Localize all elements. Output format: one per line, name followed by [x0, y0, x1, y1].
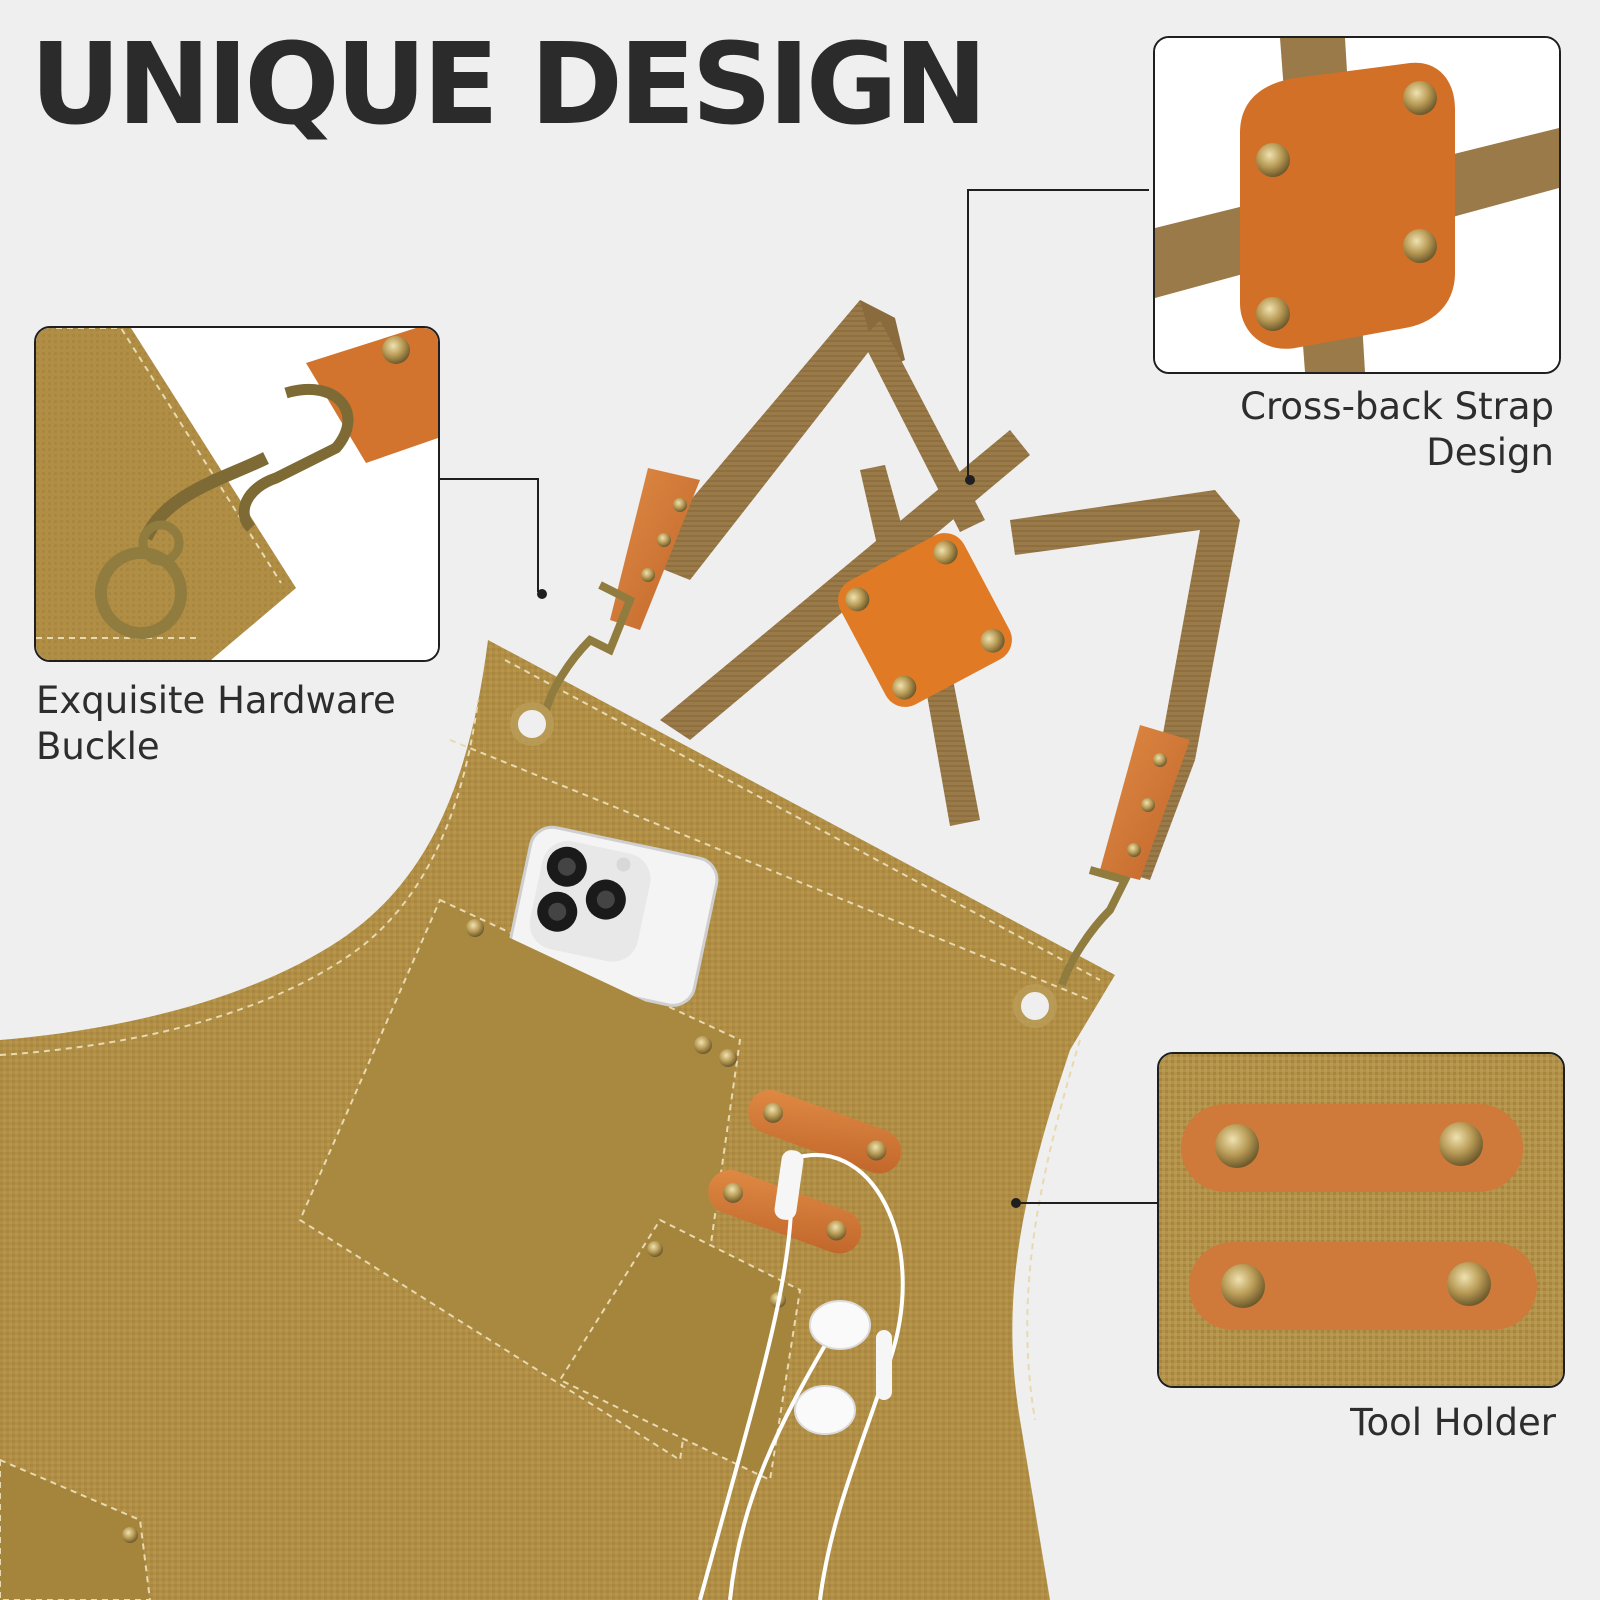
headline: UNIQUE DESIGN: [30, 20, 987, 150]
tool-holder-label: Tool Holder: [1280, 1400, 1556, 1446]
hardware-buckle-closeup: [36, 328, 438, 660]
neck-strap-left: [640, 300, 895, 580]
left-strap-leather: [610, 468, 700, 630]
cross-back-strap-closeup: [1155, 38, 1559, 372]
pencil-pocket: [558, 1218, 802, 1482]
right-grommet: [1013, 984, 1057, 1028]
cross-back-strap-detail: [1153, 36, 1561, 374]
lower-pocket: [0, 1458, 152, 1600]
tool-holder-closeup: [1159, 1054, 1563, 1386]
tool-holder-detail: [1157, 1052, 1565, 1388]
tool-holder-label-line1: Tool Holder: [1350, 1401, 1556, 1444]
phone: [506, 825, 719, 1007]
cross-back-strap-label-line2: Design: [1426, 431, 1554, 474]
hardware-buckle-label-line1: Exquisite Hardware: [36, 679, 396, 722]
hardware-buckle-detail: [34, 326, 440, 662]
left-grommet: [510, 702, 554, 746]
right-clip: [1058, 866, 1131, 987]
tool-holder-upper: [748, 1089, 902, 1174]
cross-back-strap-label-line1: Cross-back Strap: [1240, 385, 1554, 428]
cross-back-patch: [838, 533, 1012, 707]
neck-strap-right: [1010, 490, 1240, 760]
right-strap-leather: [1100, 725, 1190, 880]
left-clip: [541, 581, 636, 716]
hardware-buckle-label-line2: Buckle: [36, 725, 160, 768]
